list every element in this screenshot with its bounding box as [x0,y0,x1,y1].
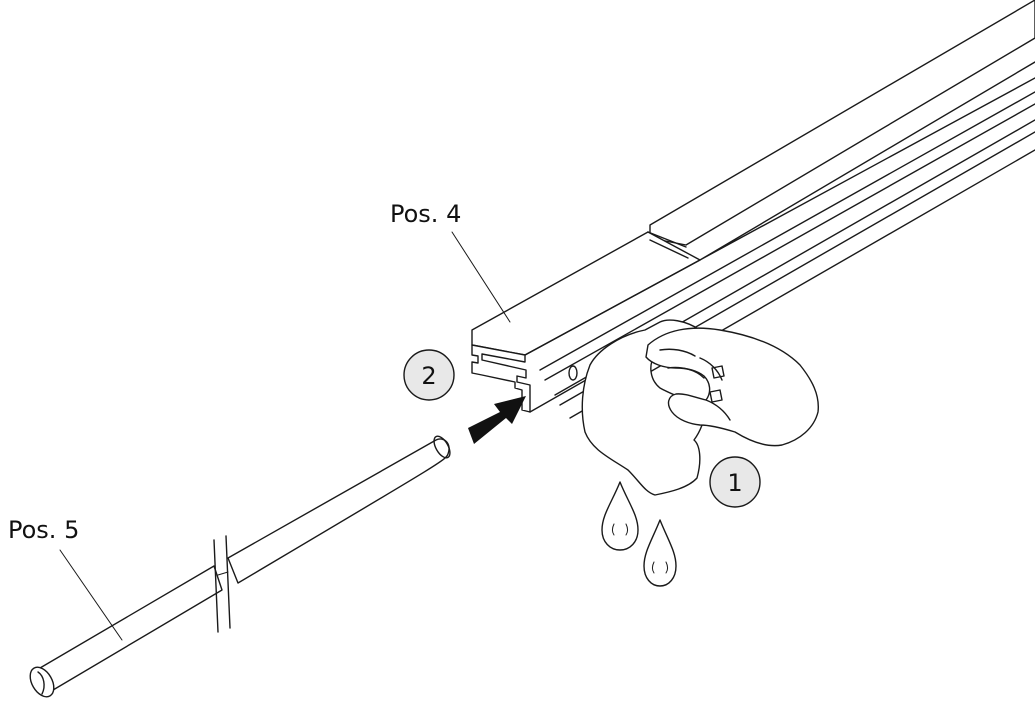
step-badge-1-number: 1 [727,469,742,497]
step-badge-1-circle [709,456,761,508]
label-pos4: Pos. 4 [390,200,461,228]
step-badge-2: 2 [403,349,455,401]
tube-break-marks [213,535,231,633]
hand-with-cloth [581,319,819,496]
tube-break-dash [217,571,229,576]
tube-near-end-inner [37,671,45,695]
rail-flange-gap [647,231,689,259]
rail-profile [471,0,1035,419]
tube-far-end [433,435,451,459]
droplet-large-highlight [612,523,628,536]
insertion-arrow [468,396,526,444]
tube [29,435,451,698]
tube-segment-lower [39,565,223,694]
rail-end-profile [471,344,531,413]
rail-top-flange-far [649,0,1035,246]
fingernails [709,365,725,403]
label-pos5: Pos. 5 [8,516,79,544]
rail-hole [568,365,578,381]
step-badge-2-circle [403,349,455,401]
droplets [601,481,677,587]
tube-segment-upper [227,438,450,584]
droplet-small-highlight [652,561,668,574]
step-badge-2-number: 2 [421,362,436,390]
droplet-large [601,481,639,551]
hand [645,327,819,447]
finger-lines [659,348,731,421]
droplet-small [643,519,677,587]
leader-pos5 [59,549,123,641]
rail-body-lines [524,61,1035,419]
step-badge-1: 1 [709,456,761,508]
leader-pos4 [451,231,511,323]
tube-near-end [29,666,55,698]
